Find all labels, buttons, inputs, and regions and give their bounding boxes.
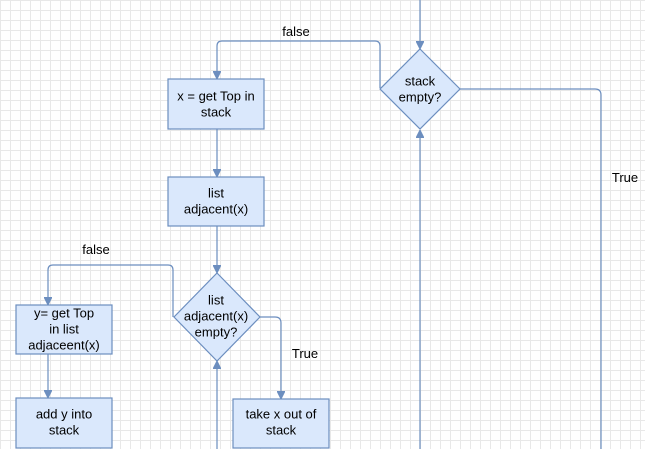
edges: [48, 0, 602, 449]
node-label-line: stack: [405, 74, 436, 89]
node-label-line: adjacent(x): [184, 309, 248, 324]
edge-label-stack-false: false: [282, 24, 309, 39]
node-label-line: adjacent(x): [184, 202, 248, 217]
edge-list-true-to-take-x: [259, 316, 281, 398]
node-label-line: stack: [266, 423, 297, 438]
node-label-line: x = get Top in: [177, 89, 254, 104]
edge-stack-true: [460, 88, 602, 449]
edge-labels: false True false True: [82, 24, 638, 361]
node-label-line: add y into: [36, 407, 92, 422]
edge-label-list-true: True: [292, 346, 318, 361]
node-label-line: in list: [49, 322, 79, 337]
node-label-line: stack: [49, 423, 80, 438]
edge-label-list-false: false: [82, 242, 109, 257]
node-label-line: adjaceent(x): [28, 338, 100, 353]
node-label-line: empty?: [399, 90, 442, 105]
node-label-line: take x out of: [246, 407, 317, 422]
edge-list-false-to-get-y: [48, 264, 174, 317]
node-label-line: list: [208, 293, 224, 308]
edge-stack-false-to-get-top: [217, 40, 381, 88]
node-label-line: list: [208, 186, 224, 201]
node-label-line: empty?: [195, 325, 238, 340]
node-label-line: y= get Top: [34, 306, 94, 321]
node-label-line: stack: [201, 105, 232, 120]
edge-label-stack-true: True: [612, 170, 638, 185]
